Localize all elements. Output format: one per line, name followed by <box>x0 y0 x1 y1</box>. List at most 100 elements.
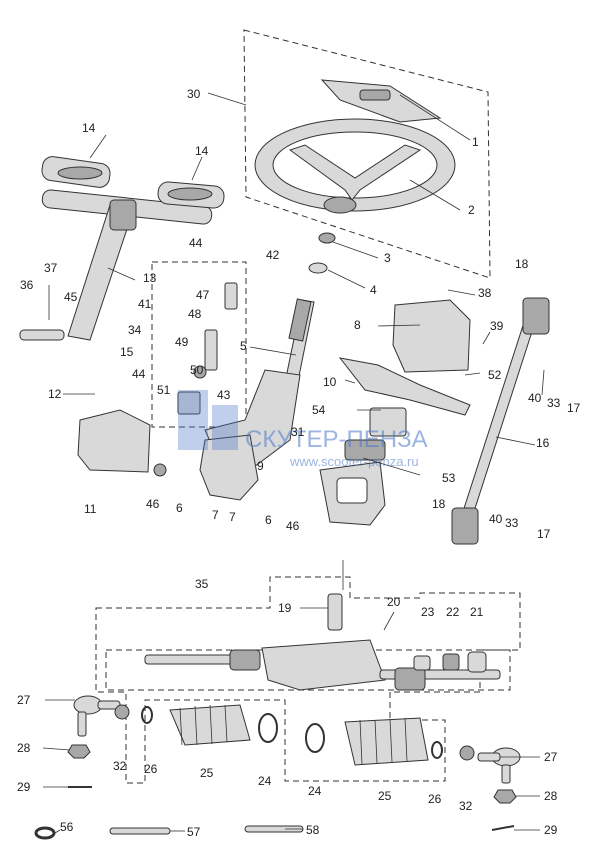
callout-12: 12 <box>48 387 62 401</box>
callout-37: 37 <box>44 261 58 275</box>
callout-17b: 17 <box>537 527 551 541</box>
callout-11: 11 <box>84 502 97 516</box>
callout-41: 41 <box>138 297 152 311</box>
callout-10: 10 <box>323 375 337 389</box>
callout-7b: 7 <box>229 510 236 524</box>
callout-9: 9 <box>257 459 264 473</box>
callout-42: 42 <box>266 248 280 262</box>
callout-33b: 33 <box>505 516 519 530</box>
callout-28a: 28 <box>17 741 31 755</box>
bellows-left <box>169 704 251 746</box>
intermediate-shaft <box>451 297 550 545</box>
pinion-shaft <box>327 593 343 631</box>
bracket-hardware <box>177 282 238 415</box>
steering-wheel <box>254 118 456 214</box>
horn-cover <box>320 79 442 123</box>
callout-51: 51 <box>157 383 171 397</box>
callout-46b: 46 <box>286 519 300 533</box>
callout-23: 23 <box>421 605 435 619</box>
handlebar-frame <box>41 189 213 341</box>
kit-items <box>34 825 304 840</box>
steering-rack-group-outline <box>95 576 521 784</box>
column-switch-assembly <box>338 357 471 461</box>
callout-54: 54 <box>312 403 326 417</box>
callout-26b: 26 <box>428 792 442 806</box>
callout-39: 39 <box>490 319 504 333</box>
callout-32a: 32 <box>113 759 127 773</box>
callout-32b: 32 <box>459 799 473 813</box>
callout-3: 3 <box>384 251 391 265</box>
callout-36: 36 <box>20 278 34 292</box>
column-cover <box>199 434 259 501</box>
callout-25b: 25 <box>378 789 392 803</box>
callout-14b: 14 <box>195 144 209 158</box>
callout-44a: 44 <box>189 236 203 250</box>
callout-31: 31 <box>291 425 305 439</box>
handlebar-pin <box>19 285 65 341</box>
bellows-right <box>344 717 429 766</box>
callout-48: 48 <box>188 307 202 321</box>
callout-29b: 29 <box>544 823 558 837</box>
callout-57: 57 <box>187 825 201 839</box>
callout-20: 20 <box>387 595 401 609</box>
boot-clamps <box>141 706 443 759</box>
callout-53: 53 <box>442 471 456 485</box>
callout-34: 34 <box>128 323 142 337</box>
rack-seals <box>413 651 487 673</box>
callout-24a: 24 <box>258 774 272 788</box>
callout-17a: 17 <box>567 401 581 415</box>
callout-24b: 24 <box>308 784 322 798</box>
column-bracket-group-outline <box>151 261 247 428</box>
watermark-title: СКУТЕР-ПЕНЗА <box>245 426 428 453</box>
callout-35: 35 <box>195 577 209 591</box>
callout-44b: 44 <box>132 367 146 381</box>
callout-33a: 33 <box>547 396 561 410</box>
callout-58: 58 <box>306 823 320 837</box>
callout-47: 47 <box>196 288 210 302</box>
callout-40b: 40 <box>489 512 503 526</box>
callout-4: 4 <box>370 283 377 297</box>
left-cover <box>77 409 167 477</box>
callout-49: 49 <box>175 335 189 349</box>
rack-inner-outline <box>105 649 511 691</box>
right-cover <box>392 299 471 373</box>
callout-13: 13 <box>143 271 157 285</box>
steering-wheel-group-outline <box>243 29 491 279</box>
callout-6b: 6 <box>265 513 272 527</box>
steering-column-boot <box>319 461 386 526</box>
tie-rod-end-right <box>459 745 521 831</box>
callout-7a: 7 <box>212 508 219 522</box>
callout-22: 22 <box>446 605 460 619</box>
callout-28b: 28 <box>544 789 558 803</box>
callout-56: 56 <box>60 820 74 834</box>
callout-29a: 29 <box>17 780 31 794</box>
callout-18a: 18 <box>515 257 529 271</box>
callout-15: 15 <box>120 345 134 359</box>
steering-nut-washer <box>308 232 336 274</box>
callout-26a: 26 <box>144 762 158 776</box>
callout-5: 5 <box>240 339 247 353</box>
watermark-url: www.scooter-penza.ru <box>289 454 419 469</box>
callout-8: 8 <box>354 318 361 332</box>
steering-rack <box>144 639 501 691</box>
callout-43: 43 <box>217 388 231 402</box>
callout-6a: 6 <box>176 501 183 515</box>
tie-rod-end-left <box>67 695 130 788</box>
callout-2: 2 <box>468 203 475 217</box>
callout-52: 52 <box>488 368 502 382</box>
callout-46a: 46 <box>146 497 160 511</box>
handle-grip-left <box>41 156 111 188</box>
callout-50: 50 <box>190 363 204 377</box>
callout-38: 38 <box>478 286 492 300</box>
callout-labels: 1 2 3 4 5 6 6 7 7 8 9 10 11 12 13 14 14 … <box>17 87 581 839</box>
callout-25a: 25 <box>200 766 214 780</box>
callout-14a: 14 <box>82 121 96 135</box>
leader-lines <box>42 92 545 834</box>
callout-30: 30 <box>187 87 201 101</box>
handle-grip-right <box>157 181 225 209</box>
callout-1: 1 <box>472 135 479 149</box>
callout-21: 21 <box>470 605 484 619</box>
callout-18b: 18 <box>432 497 446 511</box>
callout-27a: 27 <box>17 693 31 707</box>
